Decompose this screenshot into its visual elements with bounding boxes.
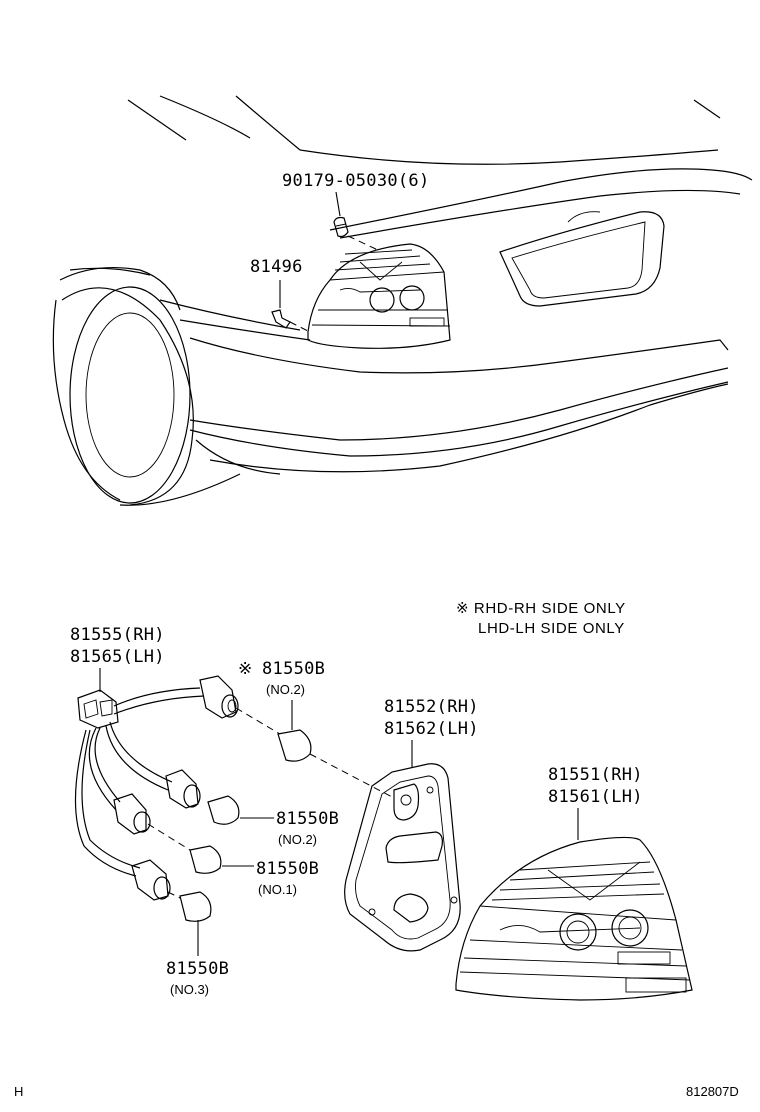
callout-bulb-top: 81550B <box>262 659 325 679</box>
footer-left-code: H <box>14 1084 23 1099</box>
callout-lamp-rh: 81551(RH) <box>548 765 643 785</box>
callout-socket-rh: 81555(RH) <box>70 625 165 645</box>
callout-gasket-rh: 81552(RH) <box>384 697 479 717</box>
gasket-part <box>309 753 461 952</box>
callout-bulb-low: 81550B <box>256 859 319 879</box>
socket-wire-assembly <box>74 675 239 901</box>
callout-lamp-lh: 81561(LH) <box>548 787 643 807</box>
callout-bulb-mid: 81550B <box>276 809 339 829</box>
footer-figure-number: 812807D <box>686 1084 739 1099</box>
note-line-1: ※ RHD-RH SIDE ONLY <box>456 600 626 617</box>
car-rear-illustration <box>52 95 753 506</box>
callout-bulb-bottom: 81550B <box>166 959 229 979</box>
leader-clip <box>335 191 341 217</box>
callout-fastener: 81496 <box>250 257 303 277</box>
bulb-mid <box>207 795 240 825</box>
callout-clip: 90179-05030(6) <box>282 171 430 191</box>
note-line-2: LHD-LH SIDE ONLY <box>478 620 625 637</box>
callout-gasket-lh: 81562(LH) <box>384 719 479 739</box>
callout-bulb-low-sub: (NO.1) <box>258 882 297 897</box>
callout-bulb-mid-sub: (NO.2) <box>278 832 317 847</box>
callout-bulb-bottom-sub: (NO.3) <box>170 982 209 997</box>
note-mark: ※ <box>238 659 253 679</box>
callout-bulb-top-sub: (NO.2) <box>266 682 305 697</box>
bulb-low <box>147 823 222 874</box>
bulb-bottom <box>167 891 212 922</box>
tail-lamp-part <box>455 836 693 1001</box>
bulb-top <box>235 707 312 762</box>
callout-socket-lh: 81565(LH) <box>70 647 165 667</box>
